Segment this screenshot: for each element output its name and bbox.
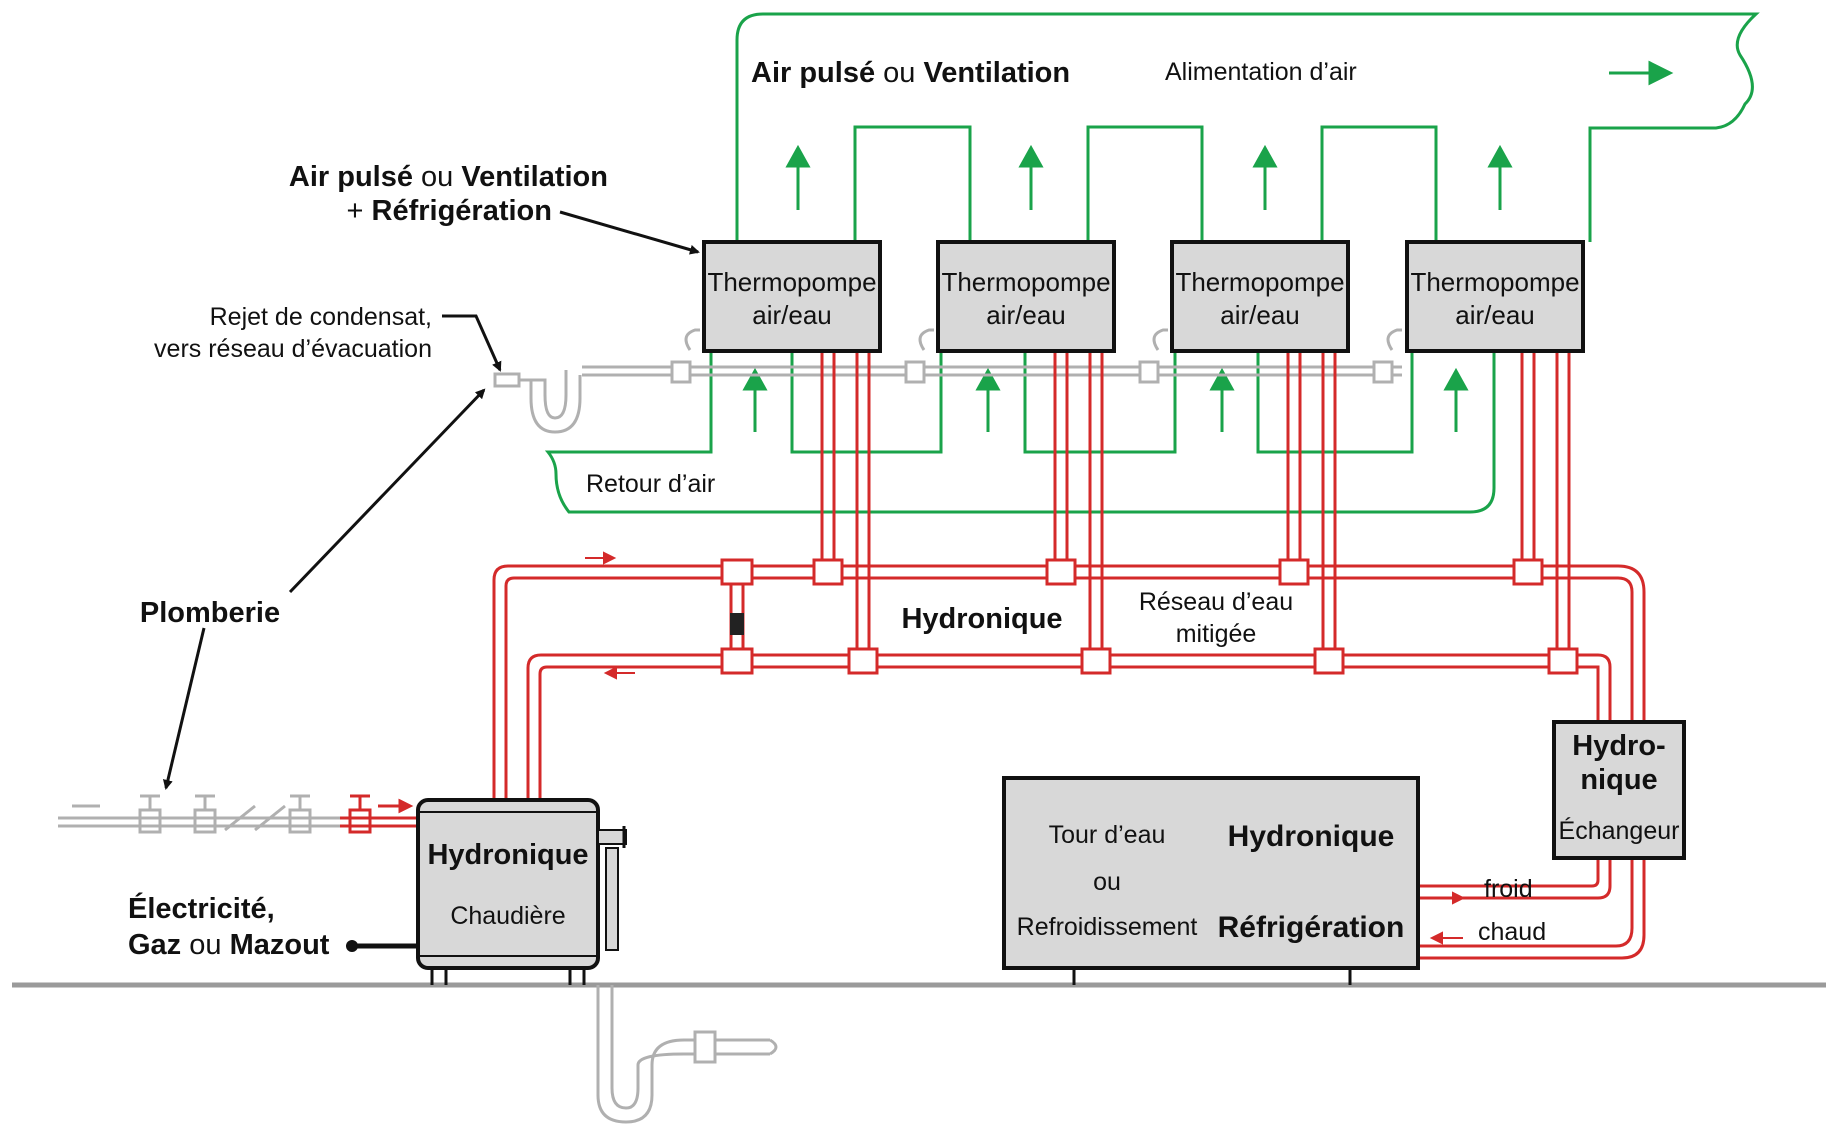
supply-air-arrows — [785, 60, 1674, 210]
exchanger-subtitle: Échangeur — [1559, 816, 1680, 845]
incoming-water-line — [58, 794, 340, 834]
mixed-network-line2: mitigée — [1176, 620, 1257, 648]
tower-right-line2: Réfrigération — [1218, 911, 1405, 944]
air-feed-label: Alimentation d’air — [1165, 58, 1357, 86]
plumbing-label: Plomberie — [140, 597, 280, 629]
boiler: Hydronique Chaudière — [416, 798, 627, 985]
boiler-title: Hydronique — [427, 839, 588, 871]
heat-pump-3-line2: air/eau — [1220, 300, 1300, 330]
heat-pump-1-line1: Thermopompe — [707, 267, 876, 297]
hydronic-main-label: Hydronique — [901, 603, 1062, 635]
boiler-subtitle: Chaudière — [450, 902, 565, 930]
incoming-water-line-hot — [340, 794, 416, 834]
floor-drain — [596, 985, 778, 1124]
ref-label-line2: + Réfrigération — [347, 195, 552, 227]
cold-label: froid — [1484, 875, 1533, 903]
mixed-network-line1: Réseau d’eau — [1139, 588, 1293, 616]
hydronic-piping — [492, 351, 1646, 960]
return-air-label: Retour d’air — [586, 470, 715, 498]
energy-label-line2: Gaz ou Mazout — [128, 929, 330, 961]
bypass-valve — [730, 613, 744, 635]
heat-pump-4-line2: air/eau — [1455, 300, 1535, 330]
heat-pump-2-line2: air/eau — [986, 300, 1066, 330]
heat-pump-1-line2: air/eau — [752, 300, 832, 330]
hot-label: chaud — [1478, 918, 1546, 946]
heat-exchanger: Hydro- nique Échangeur — [1552, 720, 1686, 860]
heat-pump-3: Thermopompe air/eau — [1170, 240, 1350, 353]
exchanger-title-line2: nique — [1580, 764, 1657, 796]
hydronic-flow-arrows — [585, 551, 1466, 945]
tower-left-line1: Tour d’eau — [1049, 821, 1166, 849]
condensate-piping — [493, 328, 1402, 434]
heat-pump-2-line1: Thermopompe — [941, 267, 1110, 297]
supply-air-duct — [735, 12, 1760, 243]
heat-pump-2: Thermopompe air/eau — [936, 240, 1116, 353]
ref-label-line1: Air pulsé ou Ventilation — [289, 161, 608, 193]
tower-right-line1: Hydronique — [1228, 820, 1395, 853]
energy-feed-plug — [346, 940, 358, 952]
return-air-arrows — [742, 367, 1469, 432]
exchanger-title-line1: Hydro- — [1572, 730, 1665, 762]
cooling-tower: Tour d’eau ou Refroidissement Hydronique… — [1002, 776, 1420, 985]
energy-label-line1: Électricité, — [128, 891, 275, 925]
condensate-label-line1: Rejet de condensat, — [210, 303, 432, 331]
condensate-label-line2: vers réseau d’évacuation — [154, 335, 432, 363]
heat-pump-3-line1: Thermopompe — [1175, 267, 1344, 297]
heat-pump-4-line1: Thermopompe — [1410, 267, 1579, 297]
tower-left-line3: Refroidissement — [1017, 913, 1198, 941]
heat-pump-4: Thermopompe air/eau — [1405, 240, 1585, 353]
air-supply-label: Air pulsé ou Ventilation — [751, 57, 1070, 89]
pointer-arrows — [162, 210, 700, 790]
heat-pump-1: Thermopompe air/eau — [702, 240, 882, 353]
tower-left-line2: ou — [1093, 868, 1121, 896]
